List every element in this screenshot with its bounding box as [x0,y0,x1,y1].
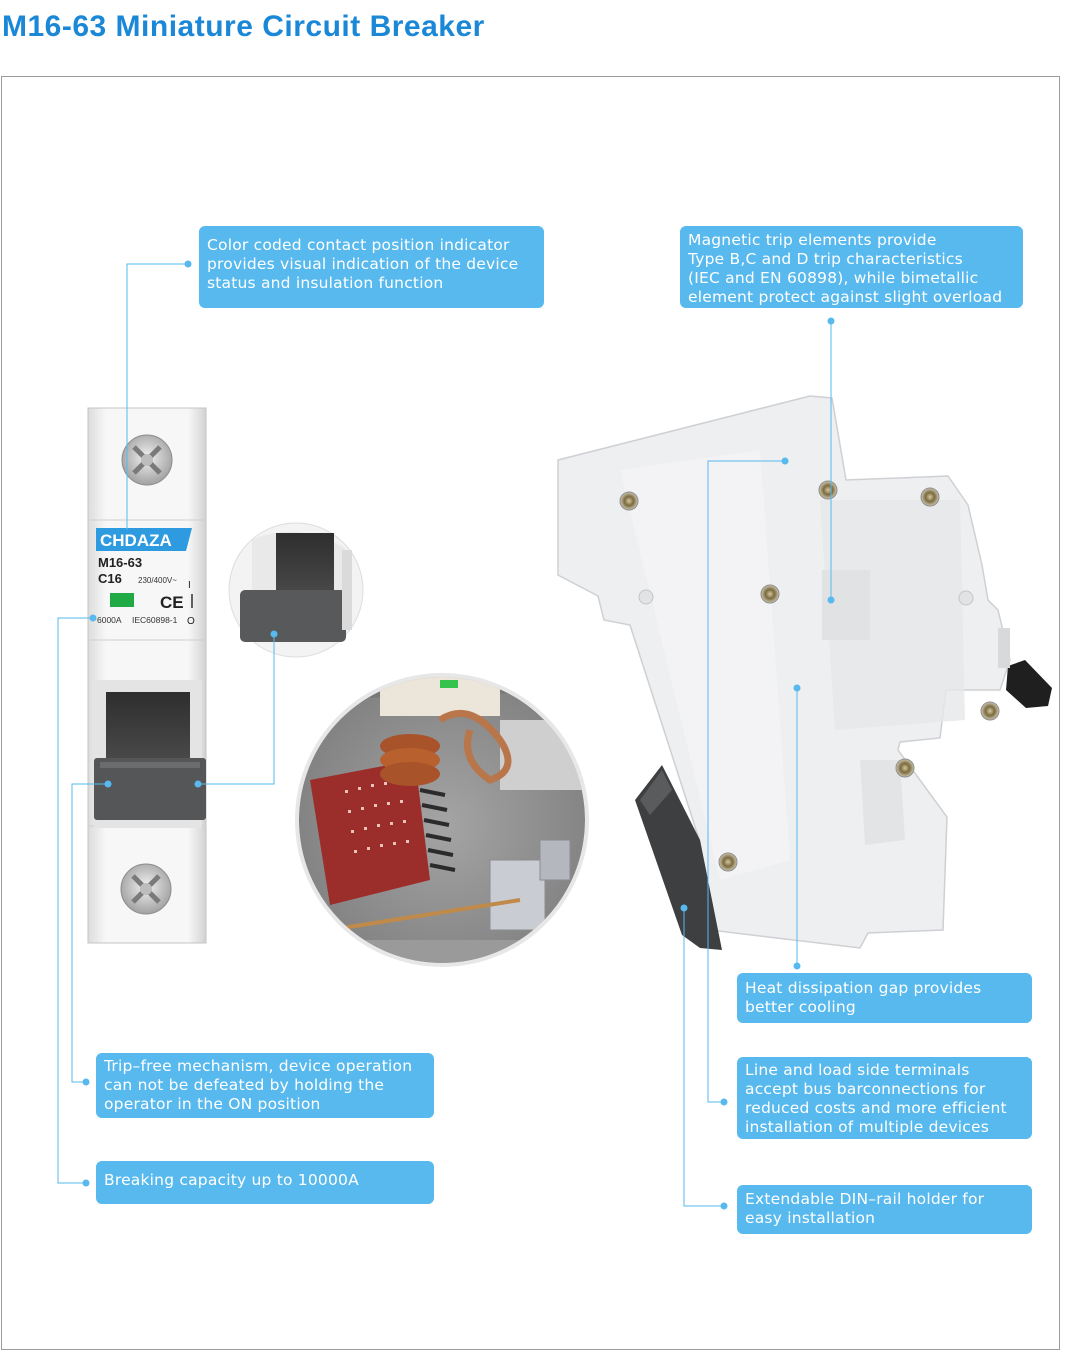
contact-indicator-window [110,593,134,607]
leader-dots [82,260,835,1210]
model-label: M16-63 [98,555,142,570]
operating-handle [94,680,206,828]
callout-breaking-capacity: Breaking capacity up to 10000A [96,1161,434,1204]
ce-mark-icon: CE [160,593,184,612]
callout-din-rail: Extendable DIN–rail holder for easy inst… [737,1185,1032,1234]
callout-contact-indicator: Color coded contact position indicator p… [199,226,544,308]
brand-logo: CHDAZA [100,531,172,550]
callout-terminals: Line and load side terminals accept bus … [737,1057,1032,1139]
arc-chute-icon [310,760,456,905]
callout-trip-free: Trip–free mechanism, device operation ca… [96,1053,434,1118]
standard-label: IEC60898-1 [132,615,178,625]
top-terminal-screw-icon [121,434,173,486]
rivet-icon [619,480,1000,872]
handle-detail-zoom [228,522,364,658]
coil-icon [380,734,440,786]
off-mark: O [187,616,195,627]
page-title: M16-63 Miniature Circuit Breaker [2,10,485,43]
breaker-front-view: CHDAZA M16-63 C16 230/400V~ CE I O 6000A… [87,407,207,944]
voltage-label: 230/400V~ [138,576,177,585]
curve-label: C16 [98,571,122,586]
callout-heat-dissipation: Heat dissipation gap provides better coo… [737,973,1032,1023]
internal-mechanism-zoom [295,673,589,967]
breaker-side-view [557,395,1052,950]
on-mark: I [188,580,191,591]
bottom-terminal-screw-icon [120,863,172,915]
din-rail-holder [635,765,722,950]
content-frame [1,76,1060,1350]
rated-breaking-label: 6000A [97,615,122,625]
side-handle [998,628,1052,708]
callout-magnetic-trip: Magnetic trip elements provide Type B,C … [680,226,1023,308]
leader-lines [57,263,832,1207]
